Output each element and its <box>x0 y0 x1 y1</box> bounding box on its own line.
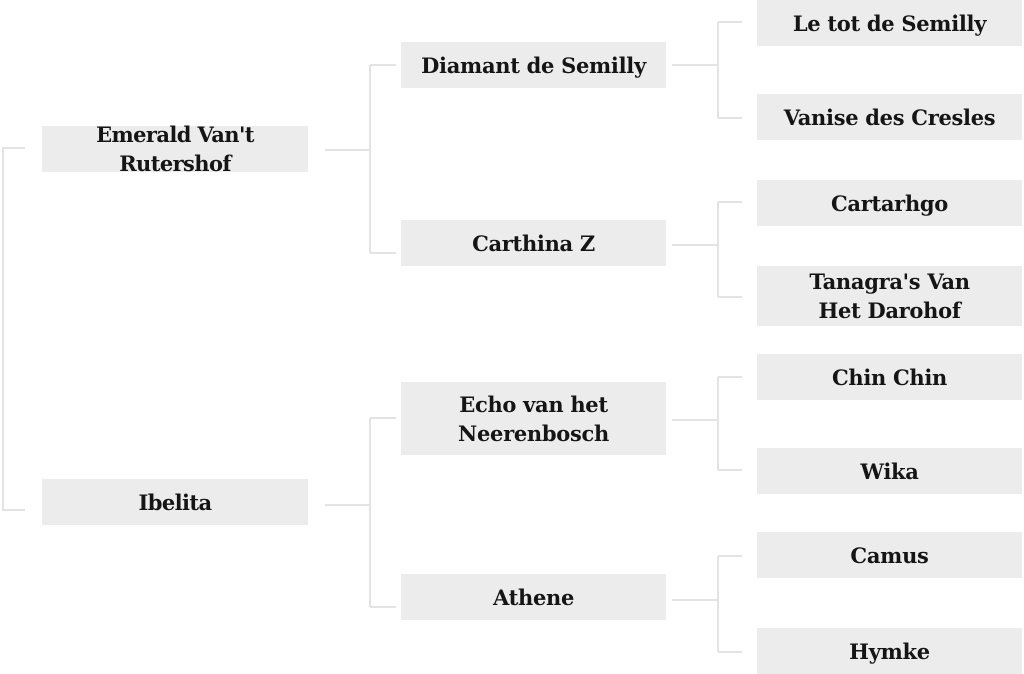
dds-name: Camus <box>850 542 929 568</box>
sire-sire-box: Diamant de Semilly <box>401 42 666 88</box>
sire-dam-box: Carthina Z <box>401 220 666 266</box>
sire-dam-name: Carthina Z <box>472 230 595 256</box>
connector-diamant <box>672 21 742 119</box>
sdd-box: Tanagra's Van Het Darohof <box>757 266 1022 326</box>
dam-sire-box: Echo van het Neerenbosch <box>401 382 666 455</box>
sss-box: Le tot de Semilly <box>757 0 1022 46</box>
dsd-box: Wika <box>757 448 1022 494</box>
sds-name: Cartarhgo <box>830 190 948 216</box>
connector-dam <box>325 417 396 608</box>
sire-box: Emerald Van't Rutershof <box>42 122 308 176</box>
dam-dam-box: Athene <box>401 574 666 620</box>
dsd-name: Wika <box>860 458 919 484</box>
dam-name: Ibelita <box>138 489 213 515</box>
ddd-box: Hymke <box>757 628 1022 674</box>
connector-sire <box>325 64 396 254</box>
sss-name: Le tot de Semilly <box>792 10 987 36</box>
sdd-name: Tanagra's Van Het Darohof <box>809 269 970 323</box>
dds-box: Camus <box>757 532 1022 578</box>
dam-box: Ibelita <box>42 479 308 525</box>
dam-dam-name: Athene <box>492 584 575 610</box>
ddd-name: Hymke <box>849 638 930 664</box>
dam-sire-name: Echo van het Neerenbosch <box>458 391 609 446</box>
sds-box: Cartarhgo <box>757 180 1022 226</box>
connector-athene <box>672 555 742 653</box>
connector-echo <box>672 376 742 471</box>
ssd-box: Vanise des Cresles <box>757 94 1022 140</box>
dss-name: Chin Chin <box>831 364 948 390</box>
root-bracket <box>2 147 25 511</box>
sire-sire-name: Diamant de Semilly <box>421 52 646 78</box>
ssd-name: Vanise des Cresles <box>783 104 996 130</box>
sire-name: Emerald Van't Rutershof <box>96 122 254 176</box>
dss-box: Chin Chin <box>757 354 1022 400</box>
connector-carthina <box>672 201 742 298</box>
